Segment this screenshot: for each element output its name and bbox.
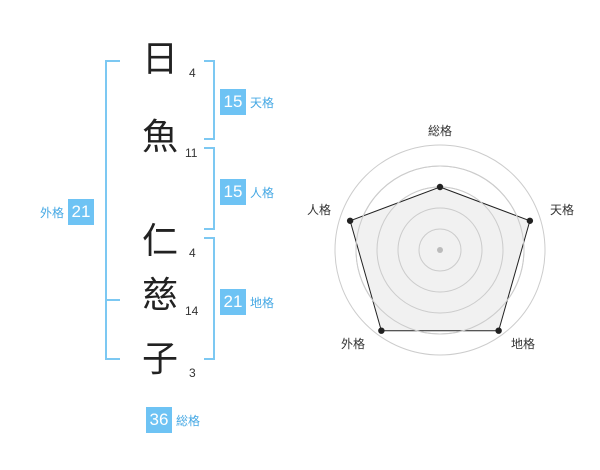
name-char-2: 魚 <box>141 117 178 158</box>
stroke-count-4: 14 <box>185 304 199 318</box>
stroke-count-2: 11 <box>185 146 198 160</box>
radar-center-dot <box>437 247 443 253</box>
tenkaku-badge: 15 天格 <box>220 89 274 115</box>
jinkaku-badge: 15 人格 <box>220 179 274 205</box>
radar-axis-label-soukaku: 総格 <box>428 124 453 138</box>
tenkaku-bracket <box>204 60 215 140</box>
radar-point-1 <box>436 183 444 191</box>
tenkaku-value: 15 <box>220 89 246 115</box>
soukaku-badge: 36 総格 <box>146 407 200 433</box>
radar-grid-ring-overlay-4 <box>355 165 525 335</box>
radar-point-2 <box>526 217 534 224</box>
stroke-count-3: 4 <box>189 246 196 260</box>
radar-grid-ring-overlay-2 <box>397 207 483 293</box>
radar-axis-label-chikaku: 地格 <box>511 337 536 351</box>
gaikaku-bracket <box>105 60 120 360</box>
chikaku-bracket <box>204 237 215 360</box>
tenkaku-label: 天格 <box>250 95 275 110</box>
radar-point-3 <box>495 327 502 334</box>
name-char-3: 仁 <box>141 221 178 262</box>
stroke-count-5: 3 <box>189 366 196 380</box>
radar-value-polygon <box>349 186 531 332</box>
radar-axis-label-jinkaku: 人格 <box>307 203 332 217</box>
chikaku-label: 地格 <box>250 295 275 310</box>
gaikaku-label: 外格 <box>40 205 65 220</box>
bracket-lines <box>105 60 215 360</box>
chikaku-value: 21 <box>220 289 246 315</box>
name-char-1: 日 <box>141 39 178 80</box>
jinkaku-value: 15 <box>220 179 246 205</box>
radar-point-4 <box>378 327 385 334</box>
radar-point-5 <box>346 217 354 224</box>
name-char-4: 慈 <box>141 275 178 316</box>
radar-grid-ring-overlay-1 <box>418 228 462 272</box>
radar-axis-label-gaikaku: 外格 <box>341 337 366 351</box>
chikaku-badge: 21 地格 <box>220 289 274 315</box>
radar-grid-ring-5 <box>334 144 546 356</box>
radar-axis-label-tenkaku: 天格 <box>550 203 575 217</box>
gaikaku-badge: 外格 21 <box>40 199 95 225</box>
name-char-5: 子 <box>141 339 178 380</box>
jinkaku-label: 人格 <box>250 185 275 200</box>
stroke-count-1: 4 <box>189 66 196 80</box>
gaikaku-value: 21 <box>68 199 95 225</box>
jinkaku-bracket <box>204 147 215 230</box>
soukaku-label: 総格 <box>176 413 201 428</box>
fortune-radar-chart <box>334 144 546 356</box>
soukaku-value: 36 <box>146 407 172 433</box>
